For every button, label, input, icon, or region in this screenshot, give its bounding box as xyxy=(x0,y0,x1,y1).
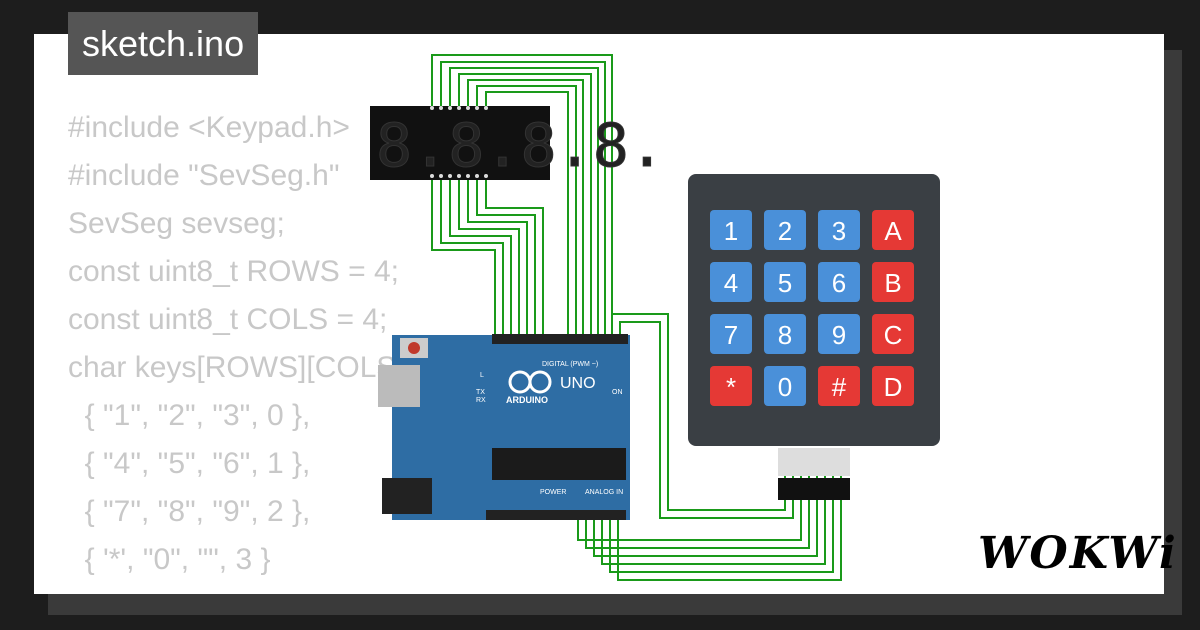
key-label: 9 xyxy=(832,320,846,350)
code-line: }; xyxy=(68,584,449,594)
key-1[interactable] xyxy=(710,210,752,250)
code-snippet: #include <Keypad.h> #include "SevSeg.h" Se… xyxy=(68,104,449,594)
l-label: L xyxy=(480,372,484,379)
code-line: SevSeg sevseg; xyxy=(68,207,285,240)
rx-label: RX xyxy=(476,397,486,404)
code-line: #include <Keypad.h> xyxy=(68,111,350,144)
file-tab[interactable]: sketch.ino xyxy=(68,12,259,75)
key-C[interactable] xyxy=(872,314,914,354)
key-label: # xyxy=(832,372,847,402)
key-7[interactable] xyxy=(710,314,752,354)
key-9[interactable] xyxy=(818,314,860,354)
key-label: C xyxy=(884,320,903,350)
power-label: POWER xyxy=(540,489,566,496)
display-bottom-wires xyxy=(431,176,544,335)
key-6[interactable] xyxy=(818,262,860,302)
keypad-connector xyxy=(778,448,850,476)
code-line: const uint8_t COLS = 4; xyxy=(68,303,388,336)
key-label: 8 xyxy=(778,320,792,350)
key-label: 0 xyxy=(778,372,792,402)
key-0[interactable] xyxy=(764,366,806,406)
reset-button xyxy=(408,342,420,354)
key-label: 1 xyxy=(724,216,738,246)
key-*[interactable] xyxy=(710,366,752,406)
key-3[interactable] xyxy=(818,210,860,250)
analog-label: ANALOG IN xyxy=(585,489,623,496)
tx-label: TX xyxy=(476,389,485,396)
key-label: 7 xyxy=(724,320,738,350)
display-top-wires xyxy=(431,54,613,335)
key-label: 5 xyxy=(778,268,792,298)
code-line: { "4", "5", "6", 1 }, xyxy=(68,447,311,480)
key-label: 6 xyxy=(832,268,846,298)
key-2[interactable] xyxy=(764,210,806,250)
microcontroller-chip xyxy=(492,448,626,480)
board-name: UNO xyxy=(560,375,596,392)
code-line: { '*', "0", "", 3 } xyxy=(68,543,271,576)
key-A[interactable] xyxy=(872,210,914,250)
code-line: #include "SevSeg.h" xyxy=(68,159,340,192)
power-jack xyxy=(382,478,432,514)
key-5[interactable] xyxy=(764,262,806,302)
code-line: { "1", "2", "3", 0 }, xyxy=(68,399,311,432)
key-B[interactable] xyxy=(872,262,914,302)
arduino-uno-board: UNO ARDUINO DIGITAL (PWM ~) ANALOG IN PO… xyxy=(378,334,630,520)
on-label: ON xyxy=(612,389,623,396)
key-label: 4 xyxy=(724,268,738,298)
key-label: B xyxy=(884,268,901,298)
key-D[interactable] xyxy=(872,366,914,406)
keypad-digital-wires xyxy=(611,313,794,519)
wokwi-logo: WOKWi xyxy=(978,528,1178,579)
key-4[interactable] xyxy=(710,262,752,302)
key-#[interactable] xyxy=(818,366,860,406)
keypad-analog-wires xyxy=(577,475,842,581)
keypad-4x4: 1 2 3 A 4 5 6 B 7 8 9 C * 0 # D xyxy=(688,174,940,500)
key-label: 2 xyxy=(778,216,792,246)
code-line: { "7", "8", "9", 2 }, xyxy=(68,495,311,528)
key-label: D xyxy=(884,372,903,402)
key-label: A xyxy=(884,216,902,246)
key-8[interactable] xyxy=(764,314,806,354)
usb-port xyxy=(378,365,420,407)
key-label: 3 xyxy=(832,216,846,246)
digital-label: DIGITAL (PWM ~) xyxy=(542,361,598,368)
digital-header xyxy=(492,334,628,344)
analog-header xyxy=(486,510,626,520)
key-label: * xyxy=(726,372,736,402)
seven-segment-display: 8.8.8.8. xyxy=(370,106,665,182)
code-line: const uint8_t ROWS = 4; xyxy=(68,255,399,288)
brand-label: ARDUINO xyxy=(506,395,548,405)
display-digits: 8.8.8.8. xyxy=(376,111,665,181)
